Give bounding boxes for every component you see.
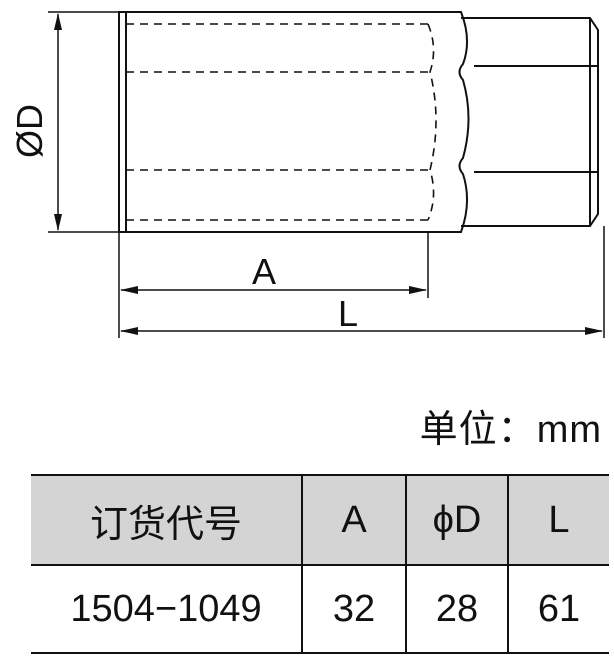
socket-drawing: ØD A L <box>9 11 605 338</box>
length-a-label: A <box>252 251 276 292</box>
square-drive-outline <box>461 17 599 227</box>
cell-a: 32 <box>301 564 407 654</box>
spec-table: 订货代号 A ϕD L 1504−1049 32 28 61 <box>31 474 609 654</box>
diameter-label: ØD <box>9 104 50 158</box>
cell-order-code: 1504−1049 <box>31 564 303 654</box>
length-l-label: L <box>338 293 358 334</box>
unit-label: 单位：mm <box>420 398 602 453</box>
cell-l: 61 <box>507 564 609 654</box>
hidden-bore-end <box>427 23 437 221</box>
unit-text: 单位 <box>419 407 498 451</box>
table-header-row: 订货代号 A ϕD L <box>31 474 609 566</box>
unit-separator: ： <box>497 407 537 451</box>
cell-diameter: 28 <box>405 564 509 654</box>
header-diameter: ϕD <box>405 474 509 566</box>
socket-body-outline <box>118 11 470 233</box>
unit-value: mm <box>536 409 602 451</box>
header-order-code: 订货代号 <box>31 474 303 566</box>
table-row: 1504−1049 32 28 61 <box>31 564 609 654</box>
header-l: L <box>507 474 609 566</box>
header-a: A <box>301 474 407 566</box>
